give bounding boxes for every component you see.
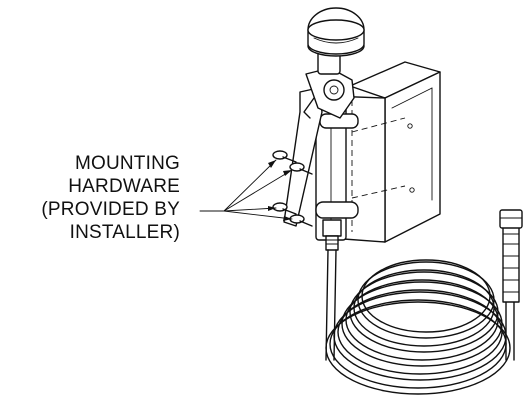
screw-1 (272, 150, 297, 163)
screw-2 (289, 162, 313, 175)
valve-handle (283, 67, 355, 227)
callout-line-4: INSTALLER) (69, 222, 180, 243)
callout-line-2: HARDWARE (68, 176, 180, 197)
callout-line-1: MOUNTING (74, 153, 180, 174)
callout-leaders (199, 159, 293, 221)
hose-fitting (322, 219, 342, 251)
screw-3 (272, 202, 297, 215)
callout-line-3: (PROVIDED BY (41, 199, 180, 220)
screws (272, 150, 313, 227)
valve-body (315, 99, 359, 241)
coiled-hose (325, 259, 511, 395)
hose-end-fitting (499, 209, 523, 361)
knob (307, 7, 365, 75)
